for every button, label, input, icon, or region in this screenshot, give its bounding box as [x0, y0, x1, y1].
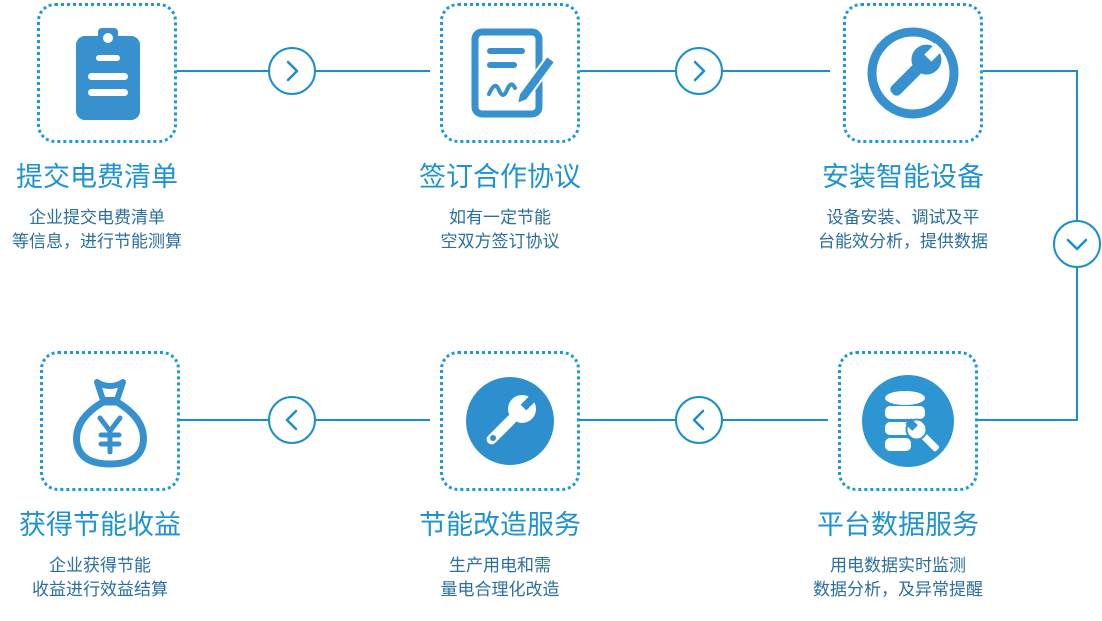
money-bag-icon — [73, 379, 147, 468]
step-icon-box — [843, 3, 983, 143]
step-description: 如有一定节能 空双方签订协议 — [440, 208, 560, 252]
chevron-right-icon — [286, 60, 299, 82]
arrow-node-1 — [268, 47, 316, 95]
step-title: 提交电费清单 — [16, 162, 178, 193]
step-description: 设备安装、调试及平 台能效分析，提供数据 — [818, 208, 988, 252]
step-title: 安装智能设备 — [822, 162, 984, 193]
arrow-node-2 — [675, 47, 723, 95]
chevron-down-icon — [1066, 238, 1088, 251]
step-description: 企业提交电费清单 等信息，进行节能测算 — [12, 208, 182, 252]
step-icon-box — [37, 3, 177, 143]
arrow-node-4 — [675, 396, 723, 444]
step-title: 平台数据服务 — [817, 510, 979, 541]
step-title: 获得节能收益 — [19, 510, 181, 541]
arrow-node-3 — [1053, 220, 1101, 268]
chevron-left-icon — [692, 409, 705, 431]
step-icon-box — [440, 351, 580, 491]
arrow-node-5 — [268, 396, 316, 444]
step-title: 节能改造服务 — [419, 510, 581, 541]
step-description: 用电数据实时监测 数据分析，及异常提醒 — [813, 556, 983, 600]
step-icon-box — [440, 3, 580, 143]
step-description: 企业获得节能 收益进行效益结算 — [32, 556, 168, 600]
chevron-right-icon — [693, 60, 706, 82]
clipboard-icon — [76, 28, 140, 120]
step-icon-box — [838, 351, 978, 491]
step-icon-box — [40, 351, 180, 491]
wrench-circle-icon — [867, 27, 959, 119]
database-wrench-icon — [862, 375, 954, 467]
step-description: 生产用电和需 量电合理化改造 — [440, 556, 560, 600]
wrench-icon — [466, 377, 554, 465]
step-title: 签订合作协议 — [419, 162, 581, 193]
chevron-left-icon — [285, 409, 298, 431]
contract-sign-icon — [471, 28, 557, 118]
